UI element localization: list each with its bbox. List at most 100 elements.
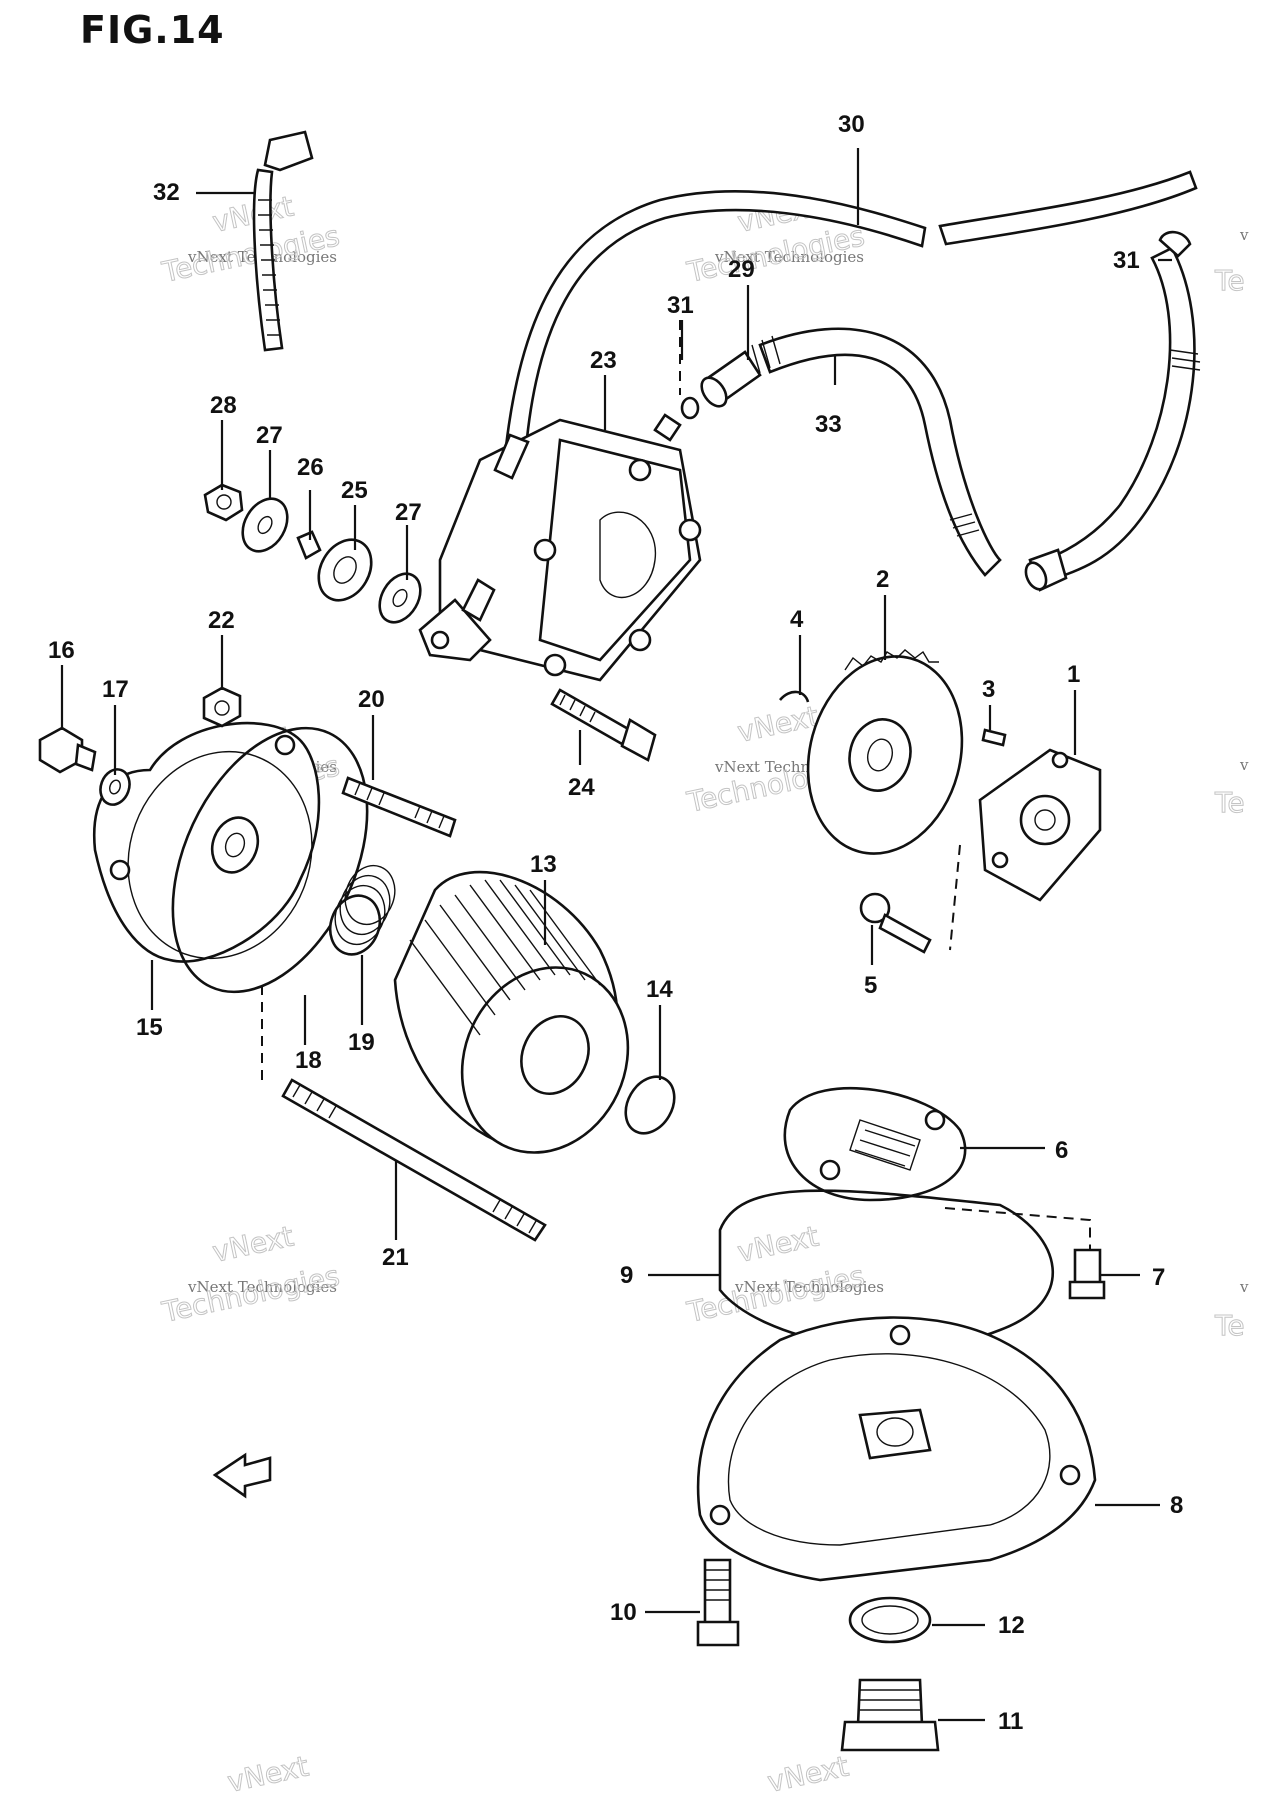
callout-28: 28 [210,392,237,419]
watermark-text: vNext Technologies [714,248,864,266]
screw-5 [859,892,932,954]
callout-12: 12 [998,1612,1025,1639]
circlip-4 [779,690,810,703]
nut-22 [202,686,242,728]
callout-6: 6 [1055,1137,1068,1164]
bolt-guide-7 [944,1207,1091,1260]
callout-14: 14 [646,976,673,1003]
direction-arrow-icon [212,1452,272,1499]
callout-13: 13 [530,851,557,878]
watermark-large: Te [1214,1309,1245,1342]
hose-30 [503,190,927,462]
collar-26 [296,530,322,560]
callout-9: 9 [620,1262,633,1289]
screw-guide-5 [949,844,961,951]
spring-19 [328,864,396,956]
watermark-layer: vNext Technologies vNext Technologies vN… [158,189,1249,1797]
washer-27-lower [378,572,422,624]
bolt-24 [550,688,657,762]
hose-30-right-segment [938,170,1198,246]
callout-32: 32 [153,179,180,206]
washer-27-upper [241,497,289,553]
filter-cap-15 [92,721,321,963]
callout-10: 10 [610,1599,637,1626]
figure-title: FIG.14 [80,8,225,52]
callout-20: 20 [358,686,385,713]
callout-18: 18 [295,1047,322,1074]
strainer-6 [783,1086,967,1202]
callout-33: 33 [815,411,842,438]
callout-2: 2 [876,566,889,593]
watermark-large: vNext [225,1750,312,1792]
callout-7: 7 [1152,1264,1165,1291]
callout-27: 27 [256,422,283,449]
stud-20 [341,776,457,838]
oil-pump-1 [978,748,1102,902]
clip-31 [680,396,700,420]
oring-14 [624,1075,676,1135]
callout-21: 21 [382,1244,409,1271]
watermark-text: v [1239,226,1249,244]
watermark-large: vNext [735,1220,822,1269]
callout-labels: 32 30 31 29 31 33 23 28 27 26 25 27 22 1… [48,111,1183,1735]
nut-28 [203,483,244,522]
washer-17 [99,768,131,806]
hose-right-ribs [1169,349,1201,371]
watermark-large: Technologies [684,1259,868,1329]
hose-29-opening [700,376,728,408]
pin-3 [981,728,1007,747]
gasket-12 [848,1596,932,1644]
hose-33-ribs [751,335,980,537]
callout-5: 5 [864,972,877,999]
hose-end-opening [1024,561,1048,591]
callout-31: 31 [667,292,694,319]
callout-23: 23 [590,347,617,374]
callout-16: 16 [48,637,75,664]
watermark-text: vNext Technologies [734,1278,884,1296]
callout-25: 25 [341,477,368,504]
watermark-text: vNext Technologies [187,1278,337,1296]
watermark-text: v [1239,1278,1249,1296]
oring-18 [171,726,369,994]
callout-24: 24 [568,774,595,801]
leader-lines [60,148,1172,1722]
watermark-large: vNext [765,1750,852,1792]
callout-30: 30 [838,111,865,138]
callout-15: 15 [136,1014,163,1041]
hose-31-clamp-top [1158,230,1192,258]
watermark-large: Te [1214,786,1245,819]
callout-8: 8 [1170,1492,1183,1519]
callout-4: 4 [790,606,804,633]
callout-22: 22 [208,607,235,634]
grommet-25 [317,538,373,602]
watermark-large: vNext [735,700,822,749]
watermark-large: vNext [210,1220,297,1269]
callout-3: 3 [982,676,995,703]
callout-19: 19 [348,1029,375,1056]
callout-17: 17 [102,676,129,703]
breather-tube-32-head [263,130,314,172]
callout-27: 27 [395,499,422,526]
callout-11: 11 [998,1708,1023,1735]
watermark-large: Te [1214,264,1245,297]
watermark-text: v [1239,756,1249,774]
hose-right-vertical [1043,246,1196,582]
bolt-16 [38,726,97,774]
callout-1: 1 [1067,661,1080,688]
fuel-pump-23 [418,413,702,682]
breather-tube-ticks [258,199,281,336]
callout-31: 31 [1113,247,1140,274]
callout-26: 26 [297,454,324,481]
pump-gear-2 [806,649,964,855]
drain-plug-11 [840,1678,940,1752]
oil-filter-13 [393,870,630,1154]
bolt-7 [1068,1248,1106,1300]
oil-pan-8 [696,1316,1097,1582]
stud-21 [281,1078,547,1242]
watermark-large: Technologies [159,1259,343,1329]
hose-33 [758,327,1002,577]
callout-29: 29 [728,256,755,283]
bolt-10 [696,1558,740,1647]
